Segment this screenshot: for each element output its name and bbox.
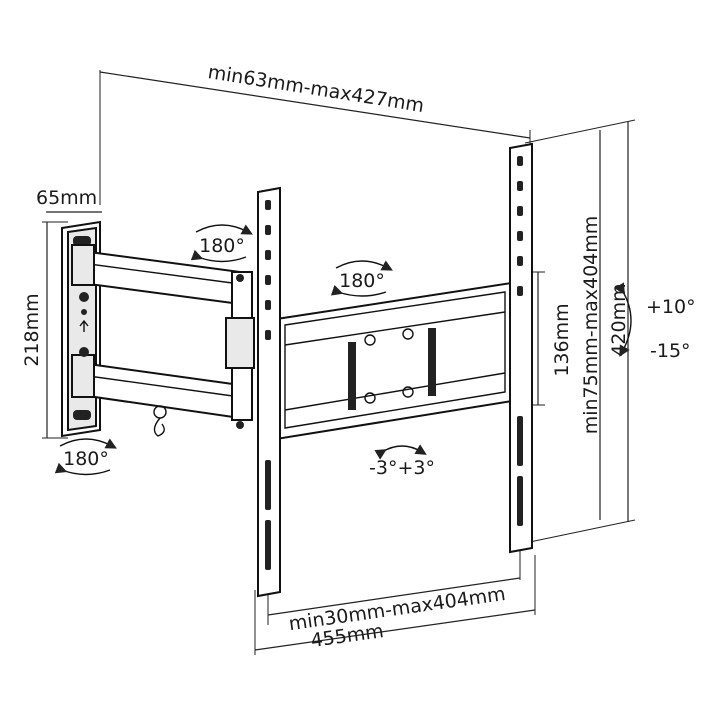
label-rotation-level: -3°+3° bbox=[369, 457, 435, 479]
cross-bracket bbox=[269, 280, 519, 442]
label-rotation-arm-mid: 180° bbox=[339, 270, 385, 292]
right-rail bbox=[509, 142, 533, 554]
label-rotation-arm-top: 180° bbox=[199, 235, 245, 257]
label-inner-height: 136mm bbox=[551, 303, 573, 376]
rotation-wall: 180° bbox=[54, 438, 117, 476]
dim-vesa-vertical: min75mm-max404mm bbox=[580, 130, 602, 520]
rotation-level: -3°+3° bbox=[369, 444, 435, 479]
dim-extension: min63mm-max427mm bbox=[99, 61, 531, 205]
rotation-arm-mid: 180° bbox=[330, 260, 393, 297]
label-vesa-horizontal: min30mm-max404mm bbox=[287, 583, 506, 635]
label-plate-width: 65mm bbox=[36, 187, 97, 209]
label-extension: min63mm-max427mm bbox=[206, 61, 425, 117]
dim-vesa-horizontal: min30mm-max404mm bbox=[267, 550, 521, 635]
rotation-arm-top: 180° bbox=[190, 224, 253, 263]
dim-plate-width: 65mm bbox=[36, 187, 102, 213]
label-plate-height: 218mm bbox=[21, 293, 43, 366]
label-rotation-wall: 180° bbox=[63, 448, 109, 470]
left-rail bbox=[257, 186, 281, 598]
label-tilt-up: +10° bbox=[646, 296, 696, 318]
label-tilt-down: -15° bbox=[650, 340, 691, 362]
label-overall-height: 420mm bbox=[608, 283, 630, 356]
tilt-indicator: +10° -15° bbox=[614, 282, 696, 362]
pivot-block bbox=[225, 271, 255, 429]
label-vesa-vertical: min75mm-max404mm bbox=[580, 216, 602, 435]
dim-plate-height: 218mm bbox=[21, 221, 68, 439]
